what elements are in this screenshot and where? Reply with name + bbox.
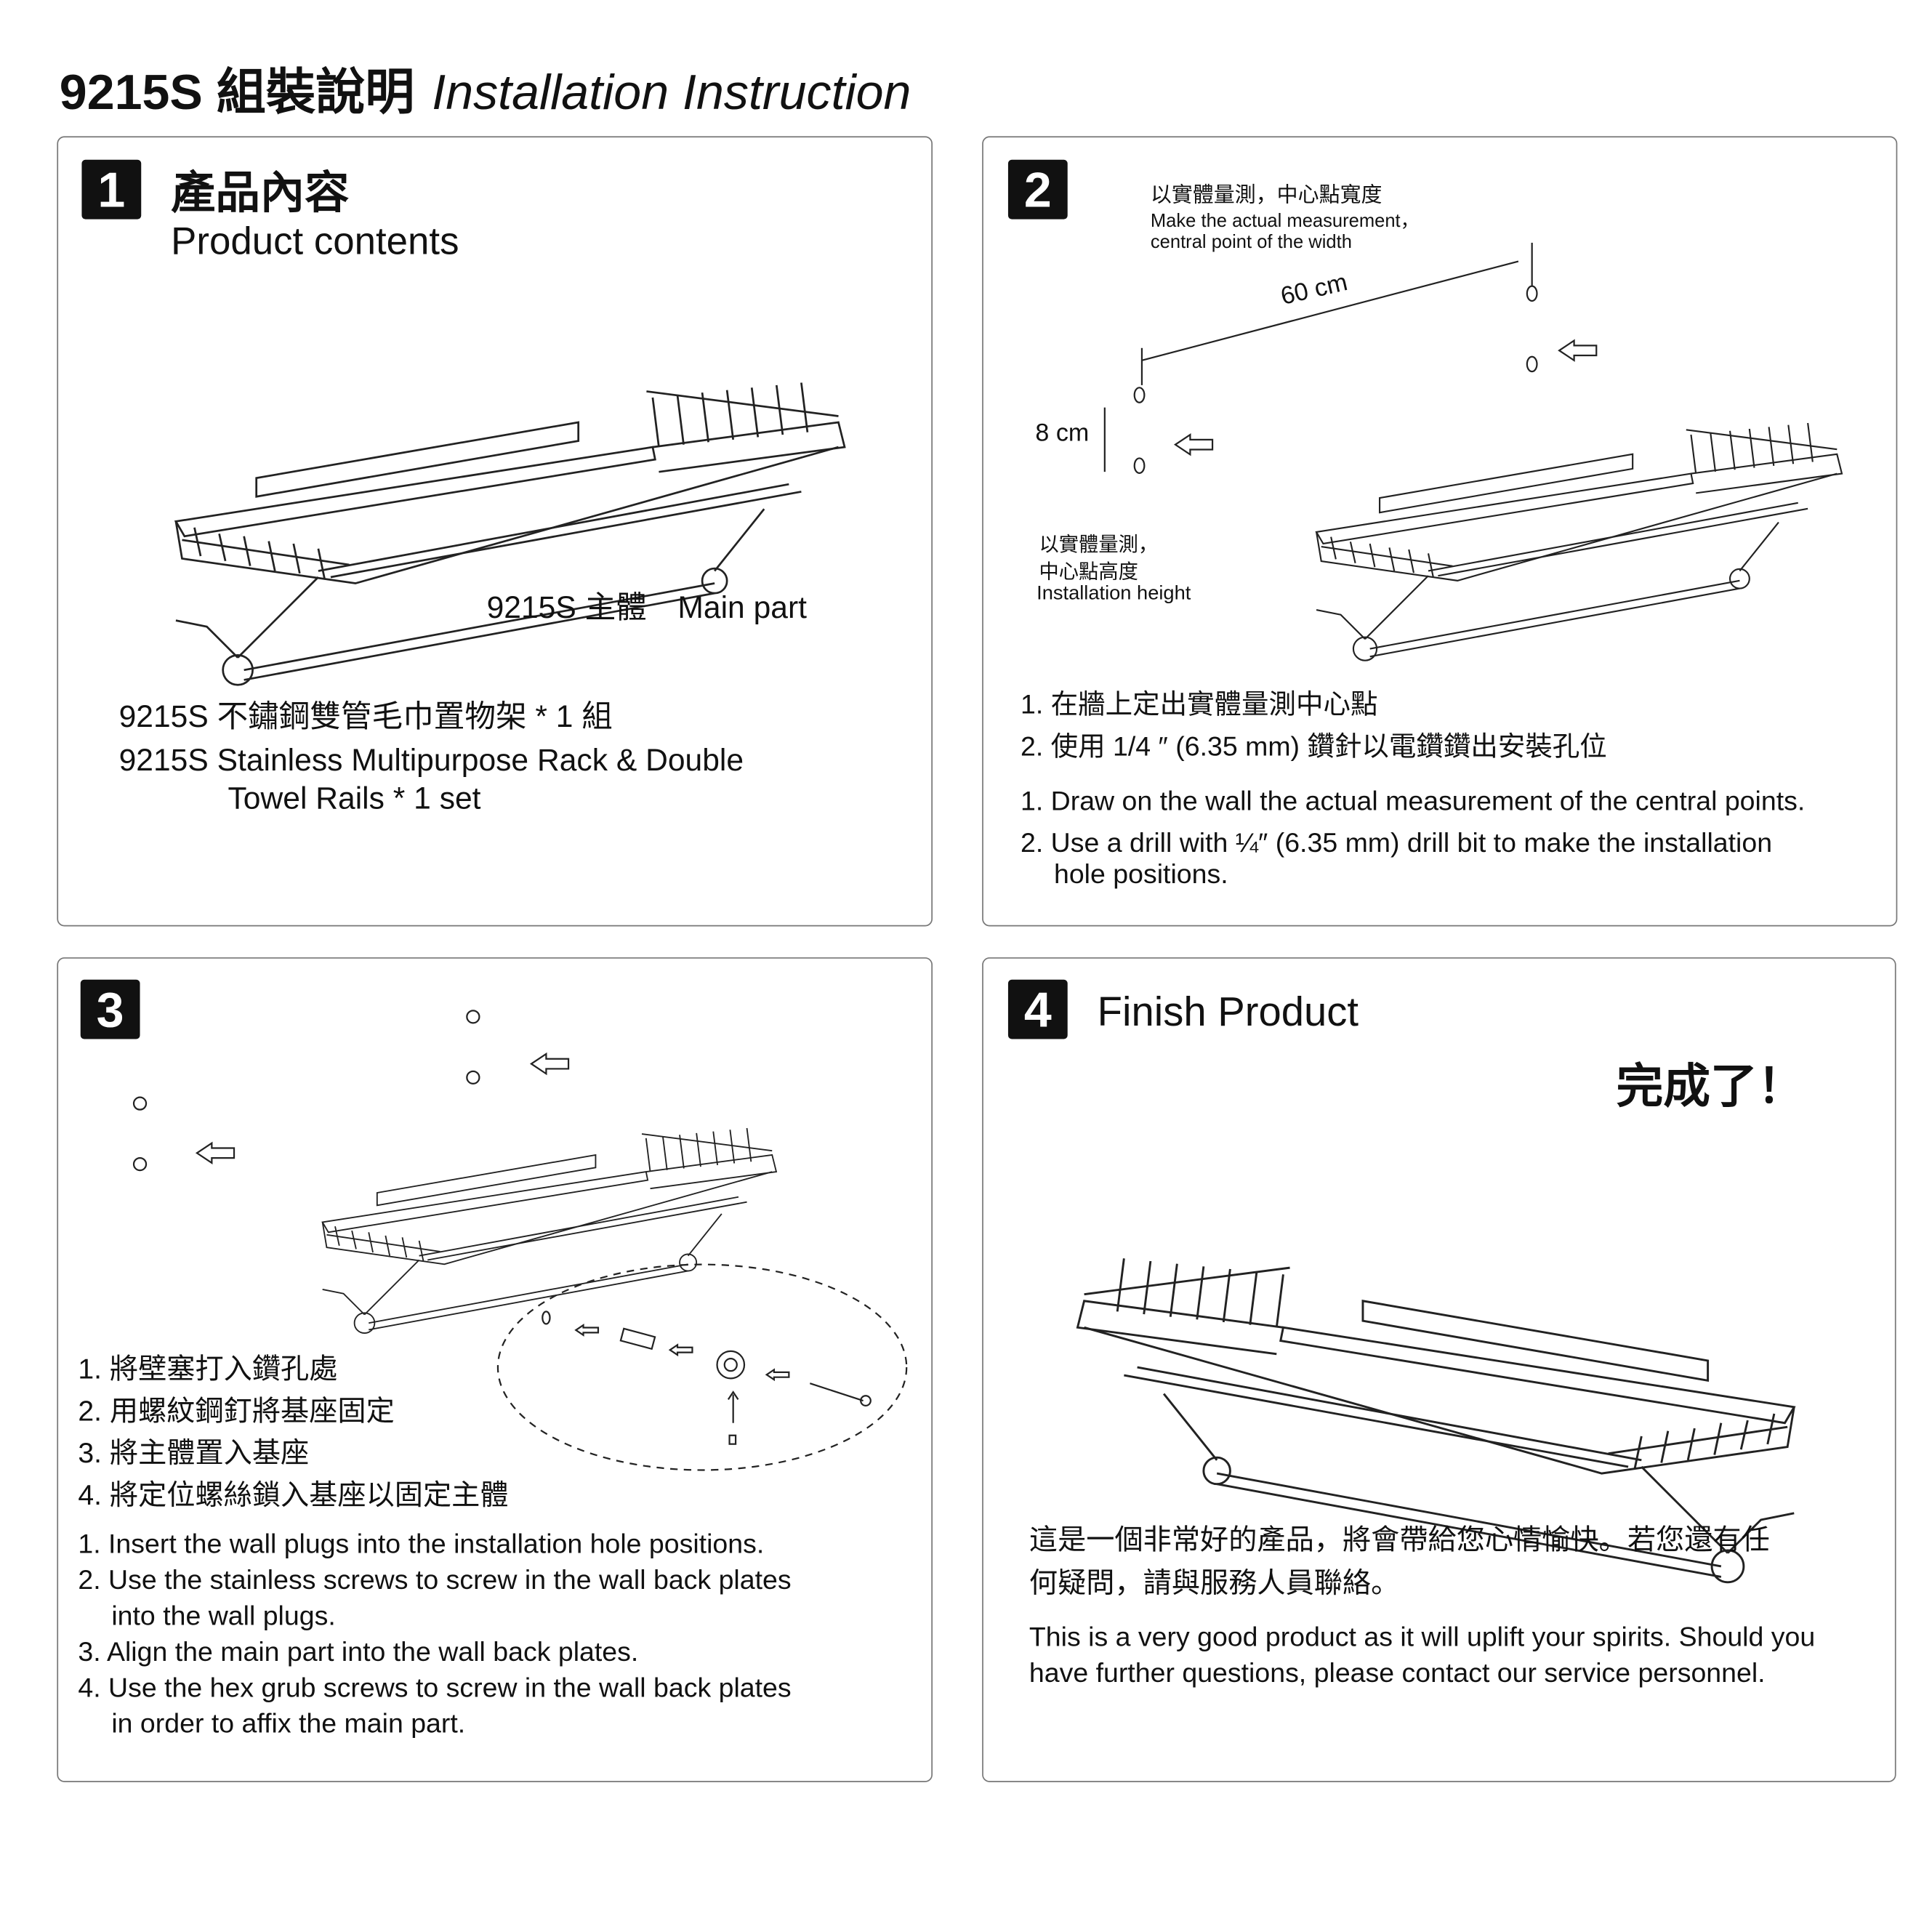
main-part-label: 9215S 主體 Main part — [486, 590, 807, 626]
width-note-en-1: Make the actual measurement， — [1150, 210, 1420, 232]
step2-panel: 2 以實體量測，中心點寬度 Make the actual measuremen… — [982, 136, 1898, 927]
step3-en-4: 4. Use the hex grub screws to screw in t… — [78, 1672, 792, 1703]
step3-panel: 3 1. 將壁塞打入鑽孔處 2. 用螺紋鋼釘將基座固定 3. 將主體置入基座 4… — [57, 957, 933, 1782]
step4-en-2: have further questions, please contact o… — [1029, 1657, 1766, 1689]
step2-en-2a: 2. Use a drill with ¼″ (6.35 mm) drill b… — [1020, 827, 1773, 858]
finished-label: 完成了！ — [1616, 1061, 1805, 1114]
step3-cn-3: 3. 將主體置入基座 — [78, 1436, 310, 1469]
step1-heading-en: Product contents — [171, 219, 459, 263]
measurement-diagram — [1103, 242, 1598, 474]
width-note-cn: 以實體量測，中心點寬度 — [1150, 183, 1382, 207]
step3-en-1: 1. Insert the wall plugs into the instal… — [78, 1528, 765, 1560]
step4-cn-1: 這是一個非常好的產品，將會帶給您心情愉快。若您還有任 — [1029, 1523, 1770, 1556]
step4-heading: Finish Product — [1097, 988, 1359, 1034]
step3-cn-1: 1. 將壁塞打入鑽孔處 — [78, 1352, 338, 1385]
contents-en-2: Towel Rails * 1 set — [228, 781, 481, 816]
height-dimension: 8 cm — [1035, 419, 1090, 448]
height-note-cn-2: 中心點高度 — [1039, 562, 1138, 584]
step-number: 3 — [80, 979, 140, 1039]
step2-en-1: 1. Draw on the wall the actual measureme… — [1020, 785, 1806, 816]
step4-en-1: This is a very good product as it will u… — [1029, 1621, 1816, 1652]
contents-en-1: 9215S Stainless Multipurpose Rack & Doub… — [118, 743, 744, 778]
step4-cn-2: 何疑問，請與服務人員聯絡。 — [1029, 1566, 1400, 1599]
step2-cn-1: 1. 在牆上定出實體量測中心點 — [1020, 688, 1378, 720]
step3-en-4b: in order to affix the main part. — [111, 1707, 466, 1739]
title-cn: 9215S 組裝說明 — [59, 65, 415, 121]
step3-en-2: 2. Use the stainless screws to screw in … — [78, 1563, 792, 1595]
step3-en-2b: into the wall plugs. — [111, 1600, 336, 1631]
step2-en-2b: hole positions. — [1053, 858, 1228, 890]
step1-heading-cn: 產品內容 — [171, 167, 350, 218]
assembly-diagram — [132, 1010, 908, 1471]
step3-en-3: 3. Align the main part into the wall bac… — [78, 1635, 639, 1667]
step3-cn-4: 4. 將定位螺絲鎖入基座以固定主體 — [78, 1478, 509, 1511]
page-title: 9215S 組裝說明 Installation Instruction — [60, 52, 911, 124]
height-note-en: Installation height — [1037, 583, 1191, 605]
step-number: 4 — [1007, 979, 1068, 1039]
step1-panel: 1 產品內容 Product contents 9215S 主體 Main pa… — [57, 136, 933, 927]
rack-illustration — [1315, 422, 1843, 661]
height-note-cn-1: 以實體量測， — [1039, 535, 1159, 557]
step3-cn-2: 2. 用螺紋鋼釘將基座固定 — [78, 1394, 395, 1427]
width-note-en-2: central point of the width — [1150, 231, 1352, 253]
step-number: 2 — [1007, 159, 1068, 220]
step-number: 1 — [81, 159, 142, 220]
step2-cn-2: 2. 使用 1/4 ″ (6.35 mm) 鑽針以電鑽鑽出安裝孔位 — [1020, 730, 1607, 762]
rack-illustration — [321, 1127, 777, 1334]
step4-panel: 4 Finish Product 完成了！ 這是一個非常好的產品，將會帶給您心情… — [982, 957, 1896, 1782]
title-en: Installation Instruction — [432, 65, 911, 121]
contents-cn: 9215S 不鏽鋼雙管毛巾置物架 * 1 組 — [118, 699, 613, 735]
rack-illustration — [174, 382, 846, 686]
